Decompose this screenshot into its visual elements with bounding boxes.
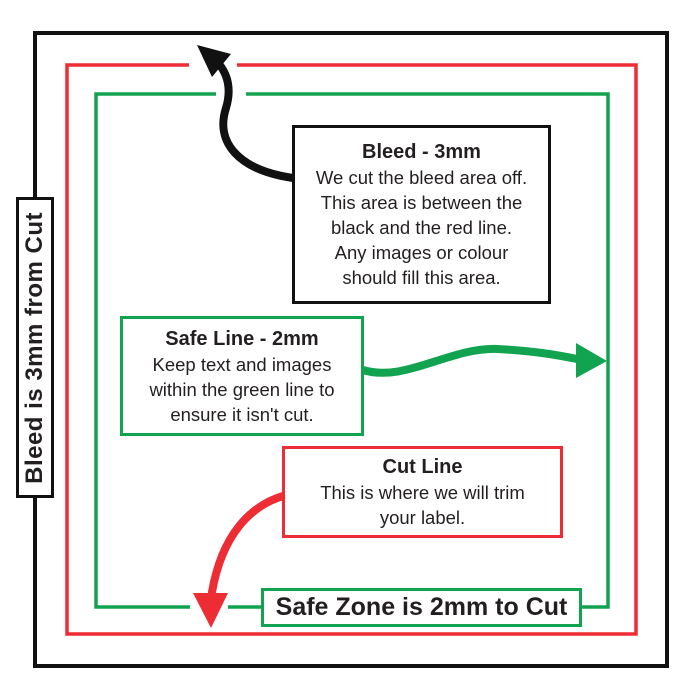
side-bleed-label-text: Bleed is 3mm from Cut [21, 211, 48, 484]
safe-line-info-box: Safe Line - 2mm Keep text and images wit… [120, 316, 364, 436]
safe-line-info-body: Keep text and images within the green li… [149, 353, 335, 425]
red-arrow-icon [193, 492, 287, 628]
cut-line-info-body: This is where we will trim your label. [320, 482, 525, 528]
side-bleed-label: Bleed is 3mm from Cut [16, 197, 54, 498]
cut-line-info-title: Cut Line [382, 456, 463, 478]
safe-line-info-title: Safe Line - 2mm [165, 327, 319, 350]
safe-zone-banner: Safe Zone is 2mm to Cut [261, 588, 582, 627]
green-arrow-icon [359, 343, 607, 378]
bleed-info-title: Bleed - 3mm [362, 141, 481, 163]
black-arrow-icon [197, 45, 297, 182]
cut-line-info-box: Cut Line This is where we will trim your… [282, 446, 563, 538]
bleed-info-box: Bleed - 3mm We cut the bleed area off. T… [292, 125, 551, 304]
bleed-info-body: We cut the bleed area off. This area is … [315, 167, 528, 288]
safe-zone-banner-text: Safe Zone is 2mm to Cut [275, 593, 568, 621]
cut-line-rect [65, 63, 638, 636]
